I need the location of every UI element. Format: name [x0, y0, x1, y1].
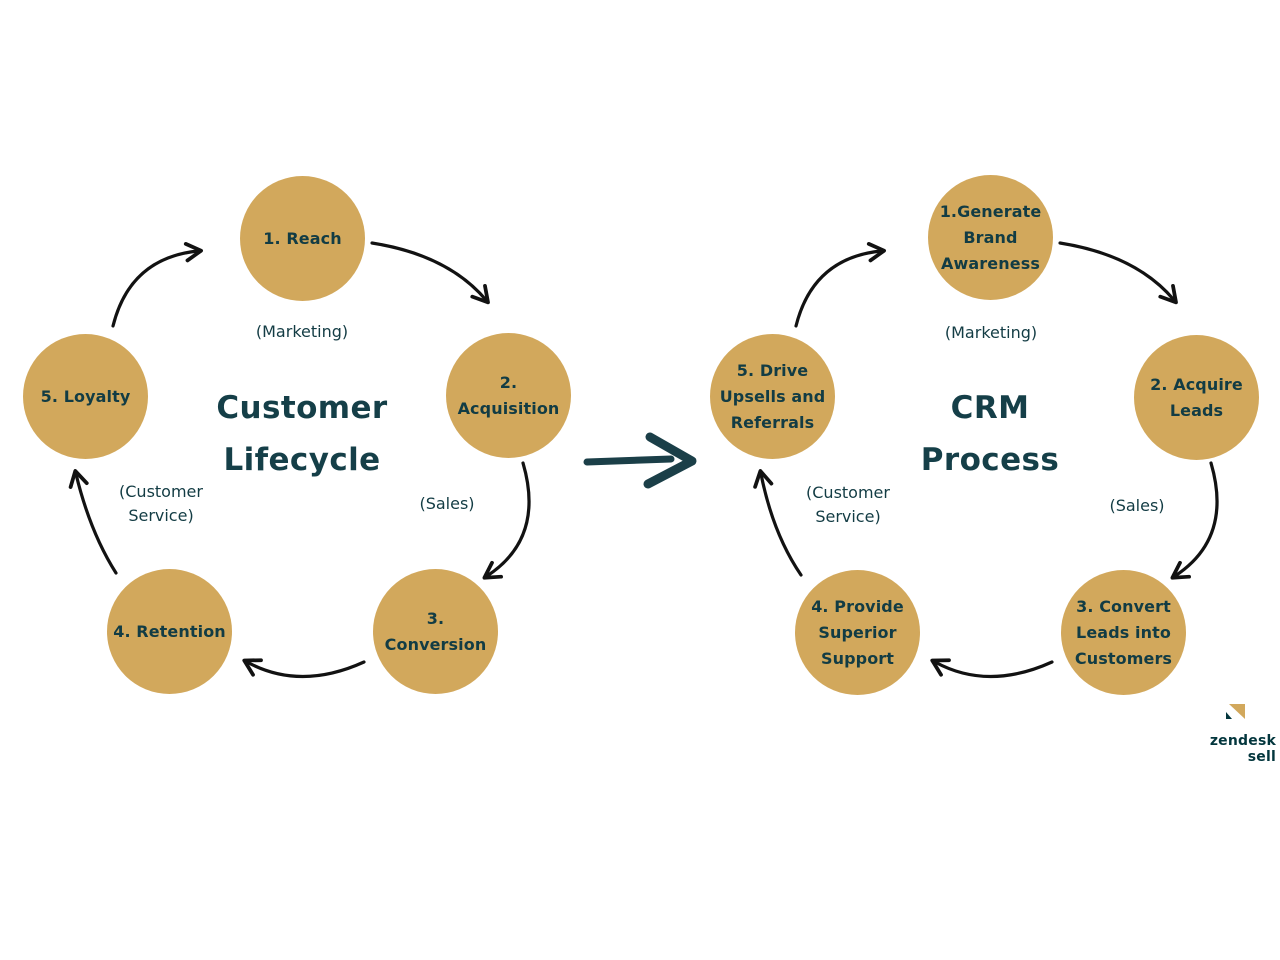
right-arrow-awareness-to-leads	[1058, 241, 1178, 305]
zendesk-sell-wordmark: zendesk sell	[1209, 733, 1276, 765]
zendesk-sell-logo-icon	[1226, 704, 1245, 719]
left-stage-label-retention: 4. Retention	[113, 621, 226, 641]
left-stage-label-conversion: 3. Conversion	[384, 608, 487, 654]
right-annotation-sales: (Sales)	[1109, 496, 1165, 515]
left-title-line-2: Lifecycle	[223, 442, 381, 478]
right-stage-label-drive-upsells: 5. Drive Upsells and Referrals	[719, 360, 826, 432]
left-stage-label-loyalty: 5. Loyalty	[40, 386, 131, 406]
transition-arrow-head	[643, 432, 697, 489]
right-annotation-marketing: (Marketing)	[944, 323, 1038, 342]
right-stage-circle-convert-leads: 3. Convert Leads into Customers	[1061, 570, 1186, 695]
left-annotation-customer-service: (Customer Service)	[119, 482, 203, 525]
right-arrow-support-to-upsells	[753, 469, 803, 577]
right-stage-circle-drive-upsells: 5. Drive Upsells and Referrals	[710, 334, 835, 459]
left-title-line-1: Customer	[216, 390, 388, 426]
left-diagram-title: Customer Lifecycle	[216, 382, 387, 486]
transition-arrow-shaft	[583, 455, 675, 466]
logo-gold-triangle	[1229, 704, 1245, 719]
right-diagram-title: CRM Process	[921, 382, 1059, 486]
right-stage-circle-generate-awareness: 1.Generate Brand Awareness	[928, 175, 1053, 300]
left-stage-label-acquisition: 2. Acquisition	[457, 372, 560, 418]
left-stage-circle-loyalty: 5. Loyalty	[23, 334, 148, 459]
right-arrow-leads-to-convert	[1170, 461, 1219, 580]
right-stage-circle-superior-support: 4. Provide Superior Support	[795, 570, 920, 695]
left-annotation-sales: (Sales)	[419, 494, 475, 513]
left-stage-circle-conversion: 3. Conversion	[373, 569, 498, 694]
right-stage-circle-acquire-leads: 2. Acquire Leads	[1134, 335, 1259, 460]
logo-dark-triangle	[1226, 712, 1232, 719]
right-arrow-convert-to-support	[930, 658, 1054, 679]
left-annotation-marketing: (Marketing)	[255, 322, 349, 341]
transition-arrow	[583, 432, 697, 489]
right-title-line-2: Process	[920, 442, 1060, 478]
left-stage-circle-retention: 4. Retention	[107, 569, 232, 694]
right-stage-label-convert-leads: 3. Convert Leads into Customers	[1074, 596, 1173, 668]
left-stage-label-reach: 1. Reach	[263, 228, 342, 248]
left-stage-circle-acquisition: 2. Acquisition	[446, 333, 571, 458]
right-arrow-upsells-to-awareness	[794, 242, 886, 328]
right-annotation-customer-service: (Customer Service)	[806, 483, 890, 526]
left-arrow-retention-to-loyalty	[68, 469, 118, 575]
right-stage-label-acquire-leads: 2. Acquire Leads	[1150, 374, 1243, 420]
left-arrow-conversion-to-retention	[242, 658, 366, 679]
right-stage-label-superior-support: 4. Provide Superior Support	[811, 596, 904, 668]
right-stage-label-generate-awareness: 1.Generate Brand Awareness	[939, 201, 1042, 273]
left-arrow-reach-to-acquisition	[370, 241, 490, 305]
left-arrow-acquisition-to-conversion	[482, 461, 531, 580]
left-stage-circle-reach: 1. Reach	[240, 176, 365, 301]
left-arrow-loyalty-to-reach	[111, 242, 203, 328]
right-title-line-1: CRM	[950, 390, 1030, 426]
